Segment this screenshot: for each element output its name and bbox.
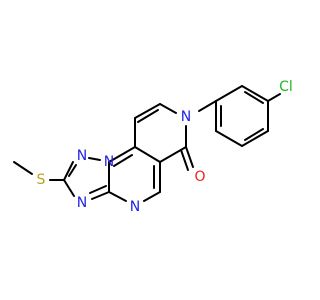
bond [108,146,136,163]
bond [63,161,74,181]
bond [215,130,243,147]
bond-double [244,128,264,141]
bond [185,146,194,168]
molecule-structure: Cl N O N N N N S [13,79,293,215]
pyridinone-nitrogen-label: N [181,109,191,125]
bond [134,146,161,163]
atom-label-layer: Cl N O N N N N S [37,79,293,215]
bond [63,179,75,197]
bond-double [137,109,159,123]
bond [108,191,127,202]
bond [198,100,217,112]
triazole-nitrogen-1-label: N [77,148,87,164]
bond [267,93,281,102]
bond-double [68,164,77,177]
bond-layer [13,85,281,202]
bond-double [244,91,264,104]
sulfur-label: S [37,172,46,188]
chlorine-label: Cl [279,79,293,95]
carbonyl-oxygen-label: O [194,169,205,185]
bond [143,191,161,202]
bond [241,85,269,102]
bond-double [180,149,189,171]
bond [91,191,110,200]
bond [159,103,177,114]
bond [215,85,243,102]
pyrimidine-nitrogen-label: N [130,199,140,215]
molecule-canvas: Cl N O N N N N S [13,79,293,215]
bridge-nitrogen-label: N [104,154,114,170]
triazole-nitrogen-2-label: N [77,195,87,211]
bond-double [89,185,107,194]
bond [13,161,33,175]
bond [88,157,101,161]
bond-double [113,154,133,167]
bond [134,103,161,119]
bond [241,130,269,147]
